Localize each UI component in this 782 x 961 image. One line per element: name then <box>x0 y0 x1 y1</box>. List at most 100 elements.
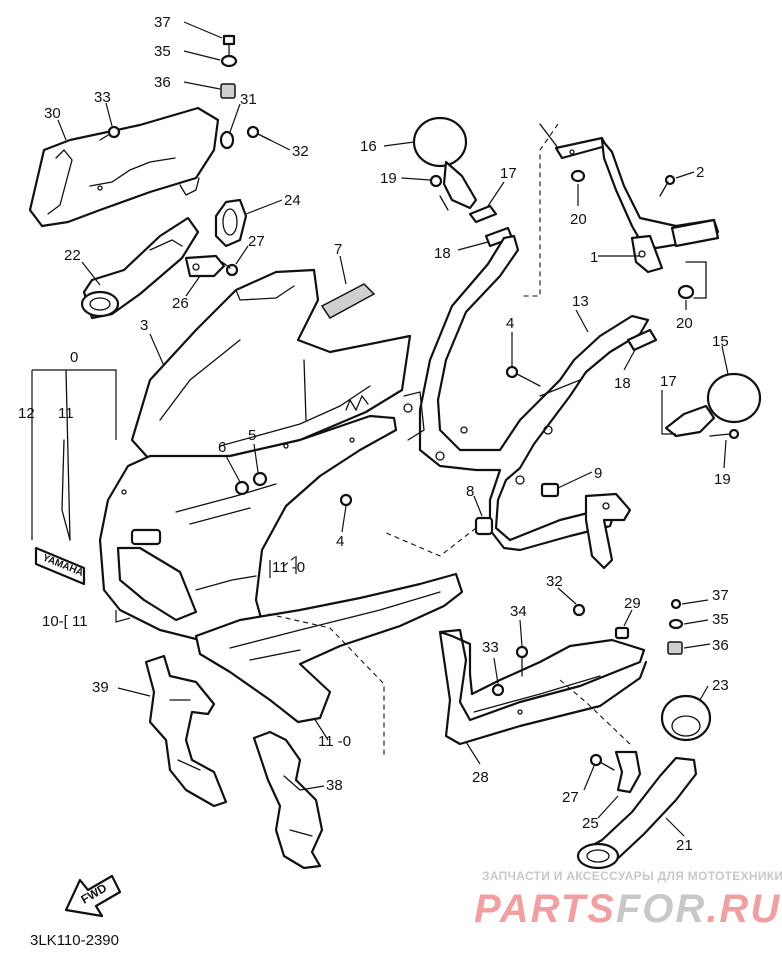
bracket-25 <box>614 750 642 794</box>
watermark-brand-for: FOR <box>616 887 706 931</box>
callout-36-top: 36 <box>154 74 171 91</box>
callout-23: 23 <box>712 677 729 694</box>
damper-8 <box>474 516 494 536</box>
callout-21: 21 <box>676 837 693 854</box>
screw-19-top <box>401 174 443 188</box>
side-cowling-11 <box>194 572 464 724</box>
callout-8: 8 <box>466 483 474 500</box>
callout-25: 25 <box>582 815 599 832</box>
callout-18-right: 18 <box>614 375 631 392</box>
callout-6: 6 <box>218 439 226 456</box>
callout-20-top: 20 <box>570 211 587 228</box>
watermark-brand: PARTSFOR.RU <box>474 887 781 931</box>
callout-4-mid: 4 <box>336 533 344 550</box>
bolt-4-mid <box>339 493 353 507</box>
mirror-15 <box>664 372 762 438</box>
watermark-brand-parts: PARTS <box>474 887 616 931</box>
screw-27-lower <box>589 753 615 771</box>
callout-13: 13 <box>572 293 589 310</box>
washer-35-lower <box>668 618 684 630</box>
callout-37-top: 37 <box>154 14 171 31</box>
callout-19-top: 19 <box>380 170 397 187</box>
callout-11: 11 <box>58 405 74 422</box>
side-cover-30 <box>28 106 220 228</box>
lamp-24 <box>214 198 248 248</box>
callout-29: 29 <box>624 595 641 612</box>
inner-panel-39 <box>144 654 228 808</box>
callout-30: 30 <box>44 105 61 122</box>
callout-33-top: 33 <box>94 89 111 106</box>
callout-37-lower: 37 <box>712 587 729 604</box>
callout-2: 2 <box>696 164 704 181</box>
callout-0: 0 <box>70 349 78 366</box>
nut-36-lower <box>667 641 683 655</box>
screw-32-lower <box>572 603 586 617</box>
callout-27-lower: 27 <box>562 789 579 806</box>
screw-34 <box>515 645 529 677</box>
yamaha-decal <box>34 546 86 586</box>
bracket-26 <box>184 254 226 278</box>
screw-19-right <box>709 428 740 440</box>
under-cowling-28 <box>438 628 648 746</box>
screw-5 <box>252 471 268 487</box>
callout-17-right: 17 <box>660 373 677 390</box>
forward-arrow <box>64 874 122 918</box>
callout-36-lower: 36 <box>712 637 729 654</box>
bolt-4-top <box>505 365 541 387</box>
callout-19-right: 19 <box>714 471 731 488</box>
callout-17-top: 17 <box>500 165 517 182</box>
air-duct-21 <box>576 756 698 870</box>
callout-11-0-lower: 11 -0 <box>318 733 351 750</box>
bolt-2 <box>659 174 676 197</box>
screw-33-lower <box>491 683 505 697</box>
callout-27-top: 27 <box>248 233 265 250</box>
callout-24: 24 <box>284 192 301 209</box>
callout-3: 3 <box>140 317 148 334</box>
callout-9: 9 <box>594 465 602 482</box>
screw-6 <box>234 480 250 496</box>
bolt-37-lower <box>670 598 682 610</box>
nut-36-top <box>220 83 236 99</box>
callout-7: 7 <box>334 241 342 258</box>
diagram-code: 3LK110-2390 <box>30 932 119 949</box>
callout-1: 1 <box>590 249 598 266</box>
inner-panel-38 <box>252 730 324 870</box>
upper-cowling-0 <box>98 414 398 652</box>
callout-31: 31 <box>240 91 257 108</box>
mirror-16 <box>412 116 478 211</box>
watermark-brand-ru: .RU <box>706 887 781 931</box>
lamp-cap-23 <box>660 694 712 742</box>
callout-33-lower: 33 <box>482 639 499 656</box>
air-duct-22 <box>80 216 200 320</box>
callout-16: 16 <box>360 138 377 155</box>
grommet-31 <box>219 130 235 150</box>
damper-9 <box>540 482 560 498</box>
damper-20-top <box>570 169 586 183</box>
washer-35-top <box>220 54 238 68</box>
stay-13 <box>403 234 650 552</box>
screw-33-top <box>99 125 121 141</box>
stay-bracket-1 <box>554 136 720 274</box>
callout-26: 26 <box>172 295 189 312</box>
screw-27-top <box>221 261 239 277</box>
damper-18-right <box>626 328 658 352</box>
damper-20-right <box>677 284 695 300</box>
callout-5: 5 <box>248 427 256 444</box>
callout-35-lower: 35 <box>712 611 729 628</box>
callout-15: 15 <box>712 333 729 350</box>
callout-22: 22 <box>64 247 81 264</box>
gasket-17-top <box>468 204 498 224</box>
bracket-9 <box>584 492 632 570</box>
callout-11-0: 11 -0 <box>272 559 305 576</box>
callout-12: 12 <box>18 405 35 422</box>
clip-29 <box>614 626 630 640</box>
decal-7 <box>320 283 376 319</box>
watermark-tagline: ЗАПЧАСТИ И АКСЕССУАРЫ ДЛЯ МОТОТЕХНИКИ <box>482 869 782 883</box>
callout-4-top: 4 <box>506 315 514 332</box>
callout-34: 34 <box>510 603 527 620</box>
callout-32-lower: 32 <box>546 573 563 590</box>
callout-10-11: 10-[ 11 <box>42 613 88 630</box>
callout-18-top: 18 <box>434 245 451 262</box>
callout-32-top: 32 <box>292 143 309 160</box>
